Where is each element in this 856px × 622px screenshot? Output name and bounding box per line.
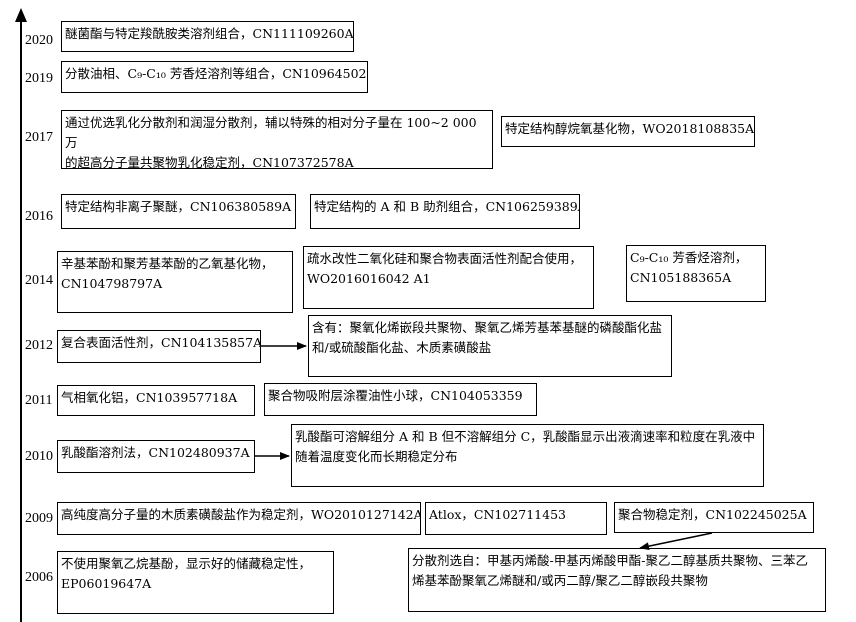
box-2016-b: 特定结构的 A 和 B 助剂组合，CN106259389A xyxy=(310,194,580,229)
box-text: 分散油相、C₉-C₁₀ 芳香烃溶剂等组合，CN109645021A xyxy=(65,66,368,81)
box-text: C₉-C₁₀ 芳香烃溶剂， xyxy=(630,250,748,265)
year-2012: 2012 xyxy=(25,338,53,353)
box-2012-b: 含有：聚氧化烯嵌段共聚物、聚氧乙烯芳基苯基醚的磷酸酯化盐 和/或硫酸酯化盐、木质… xyxy=(308,315,672,377)
box-2011-b: 聚合物吸附层涂覆油性小球，CN104053359 xyxy=(264,383,537,416)
box-2009-a: 高纯度高分子量的木质素磺酸盐作为稳定剂，WO2010127142A3 xyxy=(57,502,421,535)
box-text: 特定结构非离子聚醚，CN106380589A xyxy=(65,199,292,214)
year-2014: 2014 xyxy=(25,273,53,288)
year-2019: 2019 xyxy=(25,71,53,86)
box-text: 特定结构醇烷氧基化物，WO2018108835A1 xyxy=(505,121,755,136)
box-2010-a: 乳酸酯溶剂法，CN102480937A xyxy=(57,440,255,473)
box-text: 辛基苯酚和聚芳基苯酚的乙氧基化物， xyxy=(61,256,274,271)
box-text: 烯基苯酚聚氧乙烯醚和/或丙二醇/聚乙二醇嵌段共聚物 xyxy=(412,573,708,588)
box-text: 聚合物稳定剂，CN102245025A xyxy=(618,507,807,522)
box-text: 乳酸酯溶剂法，CN102480937A xyxy=(61,445,250,460)
box-text: 醚菌酯与特定羧酰胺类溶剂组合，CN111109260A xyxy=(65,26,354,41)
box-text: 高纯度高分子量的木质素磺酸盐作为稳定剂，WO2010127142A3 xyxy=(61,507,421,522)
year-2009: 2009 xyxy=(25,511,53,526)
box-2009-c: 聚合物稳定剂，CN102245025A xyxy=(614,502,814,533)
box-2010-b: 乳酸酯可溶解组分 A 和 B 但不溶解组分 C，乳酸酯显示出液滴速率和粒度在乳液… xyxy=(291,424,764,487)
year-2016: 2016 xyxy=(25,209,53,224)
box-text: 通过优选乳化分散剂和润湿分散剂，辅以特殊的相对分子量在 100~2 000 万 xyxy=(65,115,477,150)
box-text: 分散剂选自：甲基丙烯酸-甲基丙烯酸甲酯-聚乙二醇基质共聚物、三苯乙 xyxy=(412,553,808,568)
box-2006-b: 分散剂选自：甲基丙烯酸-甲基丙烯酸甲酯-聚乙二醇基质共聚物、三苯乙 烯基苯酚聚氧… xyxy=(408,548,826,612)
box-text: EP06019647A xyxy=(61,576,152,591)
year-2017: 2017 xyxy=(25,130,53,145)
box-2020: 醚菌酯与特定羧酰胺类溶剂组合，CN111109260A xyxy=(61,21,354,52)
box-text: CN105188365A xyxy=(630,270,732,285)
box-text: 随着温度变化而长期稳定分布 xyxy=(295,449,458,464)
box-2014-c: C₉-C₁₀ 芳香烃溶剂， CN105188365A xyxy=(626,245,766,302)
arrow-2009-2006 xyxy=(639,532,713,551)
box-text: Atlox，CN102711453 xyxy=(429,507,566,522)
box-2014-b: 疏水改性二氧化硅和聚合物表面活性剂配合使用， WO2016016042 A1 xyxy=(303,246,594,309)
box-text: 乳酸酯可溶解组分 A 和 B 但不溶解组分 C，乳酸酯显示出液滴速率和粒度在乳液… xyxy=(295,429,756,444)
box-text: 特定结构的 A 和 B 助剂组合，CN106259389A xyxy=(314,199,580,214)
box-2016-a: 特定结构非离子聚醚，CN106380589A xyxy=(61,194,296,229)
box-2017-b: 特定结构醇烷氧基化物，WO2018108835A1 xyxy=(501,116,755,147)
box-2009-b: Atlox，CN102711453 xyxy=(425,502,607,535)
year-2020: 2020 xyxy=(25,33,53,48)
year-2010: 2010 xyxy=(25,449,53,464)
box-2011-a: 气相氧化铝，CN103957718A xyxy=(57,385,255,416)
box-2019: 分散油相、C₉-C₁₀ 芳香烃溶剂等组合，CN109645021A xyxy=(61,61,368,93)
box-2014-a: 辛基苯酚和聚芳基苯酚的乙氧基化物， CN104798797A xyxy=(57,251,293,313)
year-2006: 2006 xyxy=(25,570,53,585)
box-2017-a: 通过优选乳化分散剂和润湿分散剂，辅以特殊的相对分子量在 100~2 000 万 … xyxy=(61,110,493,169)
box-text: 的超高分子量共聚物乳化稳定剂，CN107372578A xyxy=(65,155,354,169)
box-text: 疏水改性二氧化硅和聚合物表面活性剂配合使用， xyxy=(307,251,583,266)
box-text: CN104798797A xyxy=(61,276,163,291)
box-text: 和/或硫酸酯化盐、木质素磺酸盐 xyxy=(312,340,492,355)
box-text: 不使用聚氧乙烷基酚，显示好的储藏稳定性， xyxy=(61,556,312,571)
box-text: 含有：聚氧化烯嵌段共聚物、聚氧乙烯芳基苯基醚的磷酸酯化盐 xyxy=(312,320,663,335)
box-text: WO2016016042 A1 xyxy=(307,271,431,286)
box-text: 复合表面活性剂，CN104135857A xyxy=(61,335,261,350)
box-2012-a: 复合表面活性剂，CN104135857A xyxy=(57,330,261,363)
year-2011: 2011 xyxy=(25,393,53,408)
box-2006-a: 不使用聚氧乙烷基酚，显示好的储藏稳定性， EP06019647A xyxy=(57,551,334,614)
timeline-axis xyxy=(20,20,22,622)
box-text: 气相氧化铝，CN103957718A xyxy=(61,390,238,405)
box-text: 聚合物吸附层涂覆油性小球，CN104053359 xyxy=(268,388,523,403)
timeline-arrowhead xyxy=(15,8,27,22)
